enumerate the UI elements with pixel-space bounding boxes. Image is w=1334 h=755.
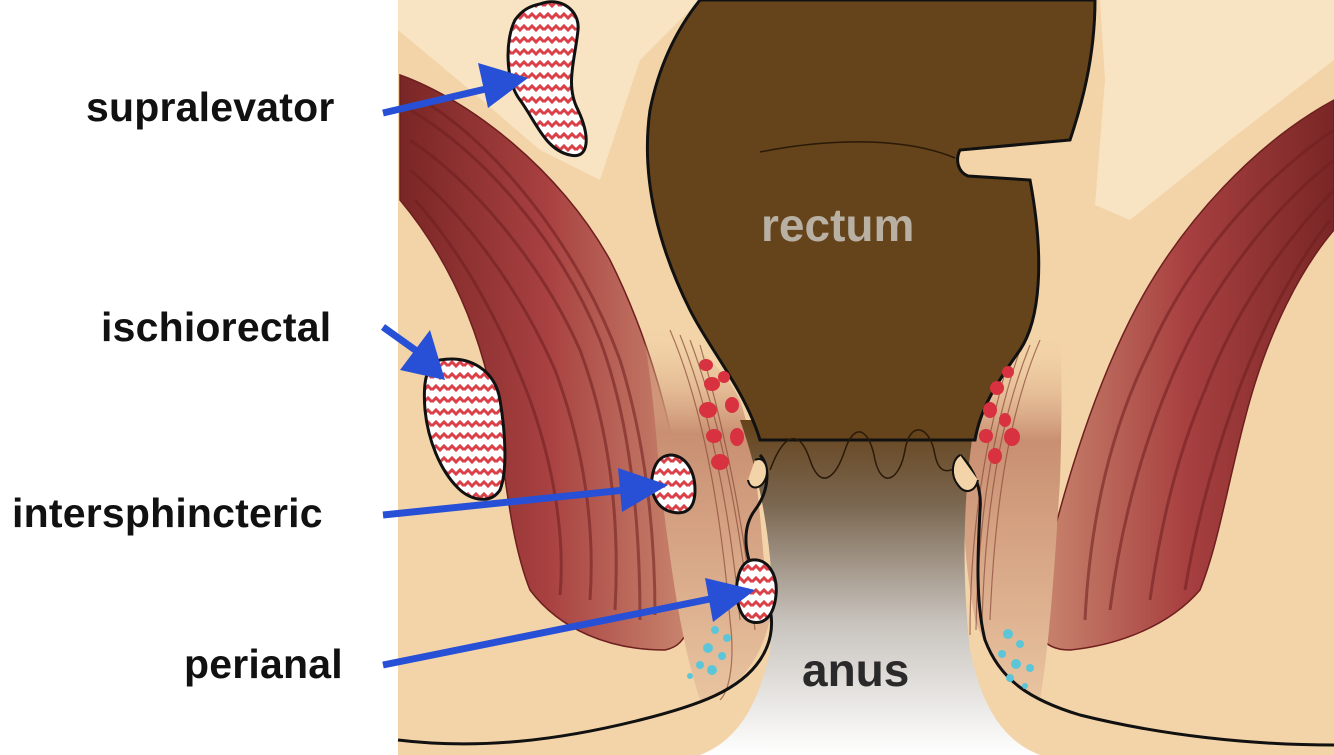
anal-glands-left [699,359,744,470]
levator-ani-muscle-right [1035,99,1334,651]
anal-column-left [747,458,768,489]
anal-column-right [952,454,979,492]
label-ischiorectal: ischiorectal [101,304,332,350]
sweat-glands-left [687,626,731,679]
anal-canal [700,420,1040,755]
label-rectum: rectum [761,199,915,251]
label-anus: anus [802,644,910,696]
label-intersphincteric: intersphincteric [12,490,323,536]
body-outline-left [397,453,774,746]
anal-glands-right [979,366,1020,464]
ischiorectal-abscess [422,357,507,501]
sweat-glands-right [998,629,1034,689]
body-outline-right [958,453,1334,747]
perianal-abscess [735,558,778,625]
supralevator-abscess [506,0,588,158]
arrow-supralevator [382,63,528,117]
label-perianal: perianal [184,641,343,687]
label-supralevator: supralevator [86,84,335,130]
muscle-fibers-right [1083,128,1334,621]
upper-fat-layer-right [1095,0,1334,220]
intersphincteric-abscess [650,453,697,515]
internal-sphincter-right [963,330,1062,700]
arrow-ischiorectal [380,324,445,380]
arrow-intersphincteric [382,468,668,519]
arrow-perianal [382,578,755,669]
muscle-fibers-left [409,103,657,621]
rectum-body [645,0,1097,442]
dentate-line [769,429,966,479]
rectal-fold-line [759,141,956,159]
